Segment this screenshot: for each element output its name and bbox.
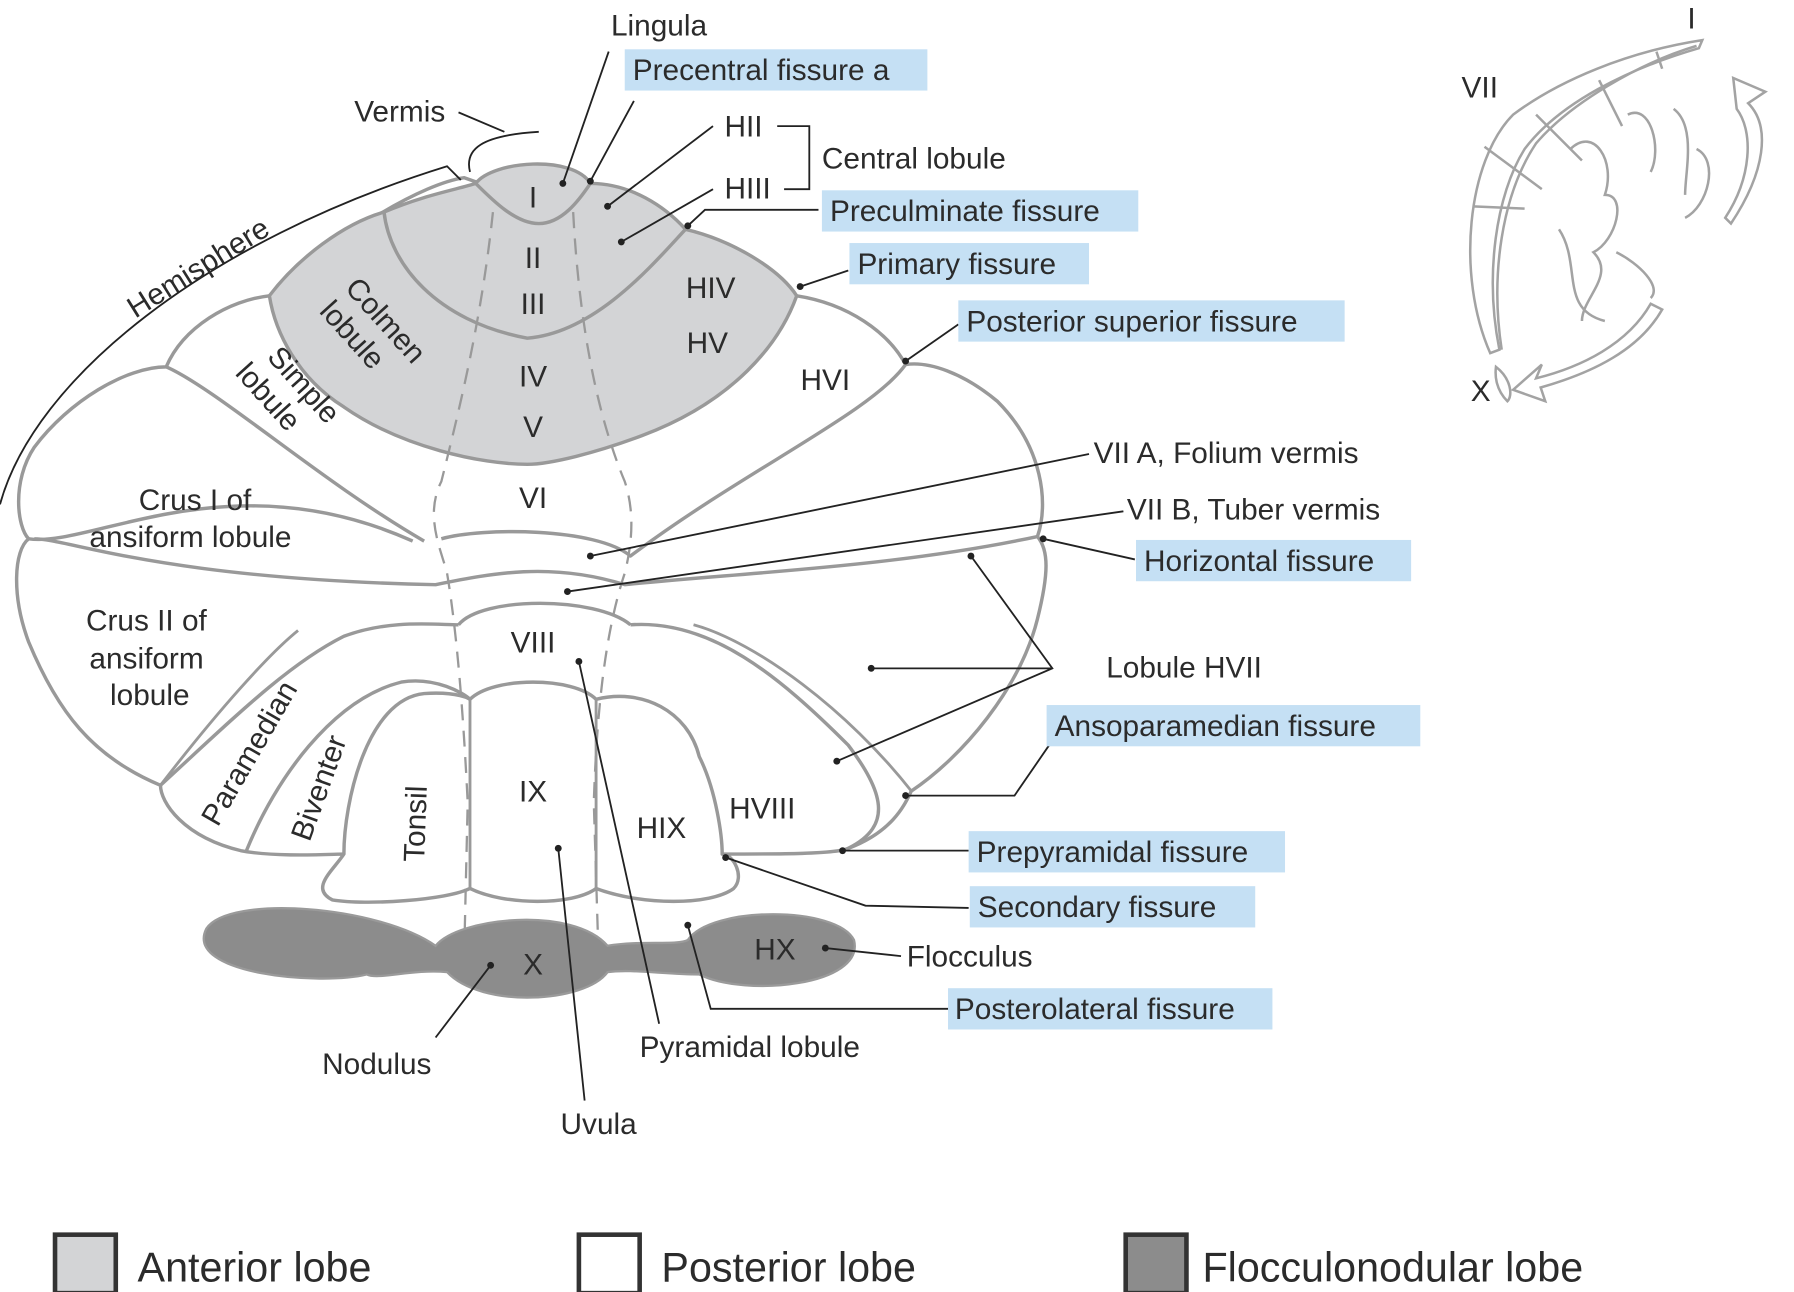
hemisphere-outline <box>14 175 1048 904</box>
fissure-labels: Precentral fissure a Preculminate fissur… <box>624 49 1421 1030</box>
fissure-posterolateral: Posterolateral fissure <box>955 993 1235 1026</box>
fissure-precentral: Precentral fissure a <box>633 54 890 87</box>
legend-label-posterior: Posterior lobe <box>661 1245 916 1291</box>
label-HV: HV <box>687 327 729 360</box>
label-lobule-hvii: Lobule HVII <box>1106 652 1262 685</box>
label-HVI: HVI <box>801 364 851 397</box>
label-HVIII: HVIII <box>729 793 795 826</box>
legend-item-flocculonodular: Flocculonodular lobe <box>1123 1232 1583 1292</box>
anterior-lobe-shape <box>267 162 799 467</box>
label-II: II <box>525 242 542 275</box>
inset-label-VII: VII <box>1462 71 1498 104</box>
legend-label-flocculonodular: Flocculonodular lobe <box>1202 1245 1583 1291</box>
label-tonsil: Tonsil <box>398 785 434 862</box>
label-crus2-line3: lobule <box>110 679 190 712</box>
leader-lines <box>434 51 1136 1101</box>
fissure-horizontal: Horizontal fissure <box>1144 545 1374 578</box>
leader-dots <box>487 177 1047 969</box>
central-lobule-bracket <box>777 125 811 191</box>
label-crus1-line1: Crus I of <box>139 484 252 517</box>
vermis-boundary-right <box>572 212 633 952</box>
label-biventer: Biventer <box>285 731 353 845</box>
label-central-lobule: Central lobule <box>822 143 1006 176</box>
legend-label-anterior: Anterior lobe <box>138 1245 372 1291</box>
label-X: X <box>523 948 543 981</box>
label-nodulus: Nodulus <box>322 1048 431 1081</box>
label-paramedian: Paramedian <box>195 676 304 832</box>
flocculonodular-lobe <box>202 907 856 999</box>
label-HIV: HIV <box>686 272 736 305</box>
label-VI: VI <box>519 482 547 515</box>
fissure-secondary: Secondary fissure <box>978 891 1216 924</box>
anterior-lobe <box>267 162 799 467</box>
legend-item-posterior: Posterior lobe <box>576 1232 916 1292</box>
label-flocculus: Flocculus <box>907 940 1033 973</box>
label-I: I <box>529 181 537 214</box>
fissure-posterior-superior: Posterior superior fissure <box>966 305 1297 338</box>
label-vermis: Vermis <box>354 96 445 129</box>
label-V: V <box>523 411 543 444</box>
label-crus1-line2: ansiform lobule <box>89 521 291 554</box>
label-HX: HX <box>754 934 796 967</box>
inset-label-I: I <box>1687 3 1695 36</box>
label-uvula: Uvula <box>561 1108 638 1141</box>
label-crus2-line1: Crus II of <box>86 605 208 638</box>
label-VIII: VIII <box>511 626 556 659</box>
hemisphere-bracket <box>0 165 462 505</box>
inset-label-X: X <box>1471 375 1491 408</box>
vermis-bracket <box>458 111 539 173</box>
label-IX: IX <box>519 775 547 808</box>
posterior-lobe <box>14 175 1048 904</box>
legend: Anterior lobe Posterior lobe Flocculonod… <box>52 1232 1583 1292</box>
label-hii: HII <box>724 110 762 143</box>
fissure-primary: Primary fissure <box>857 248 1056 281</box>
fissure-ansoparamedian: Ansoparamedian fissure <box>1055 710 1376 743</box>
fissure-prepyramidal: Prepyramidal fissure <box>977 836 1249 869</box>
label-HIX: HIX <box>637 812 687 845</box>
label-folium: VII A, Folium vermis <box>1094 437 1359 470</box>
label-hiii: HIII <box>724 172 770 205</box>
legend-swatch-flocculonodular <box>1123 1232 1189 1292</box>
lobule-numerals: I II III IV V VI VIII IX X HIV HV HVI HV… <box>511 181 851 981</box>
fissure-preculminate: Preculminate fissure <box>830 195 1100 228</box>
label-lingula: Lingula <box>611 10 708 43</box>
label-crus2-line2: ansiform <box>89 642 203 675</box>
label-pyramidal: Pyramidal lobule <box>640 1031 860 1064</box>
label-tuber: VII B, Tuber vermis <box>1127 493 1380 526</box>
legend-swatch-posterior <box>576 1232 642 1292</box>
legend-swatch-anterior <box>52 1232 119 1292</box>
label-hemisphere: Hemisphere <box>121 212 275 325</box>
vermis-boundary-left <box>432 211 495 952</box>
legend-item-anterior: Anterior lobe <box>52 1232 372 1292</box>
sagittal-inset: I VII X <box>1462 3 1768 408</box>
label-IV: IV <box>519 360 547 393</box>
label-III: III <box>521 288 546 321</box>
